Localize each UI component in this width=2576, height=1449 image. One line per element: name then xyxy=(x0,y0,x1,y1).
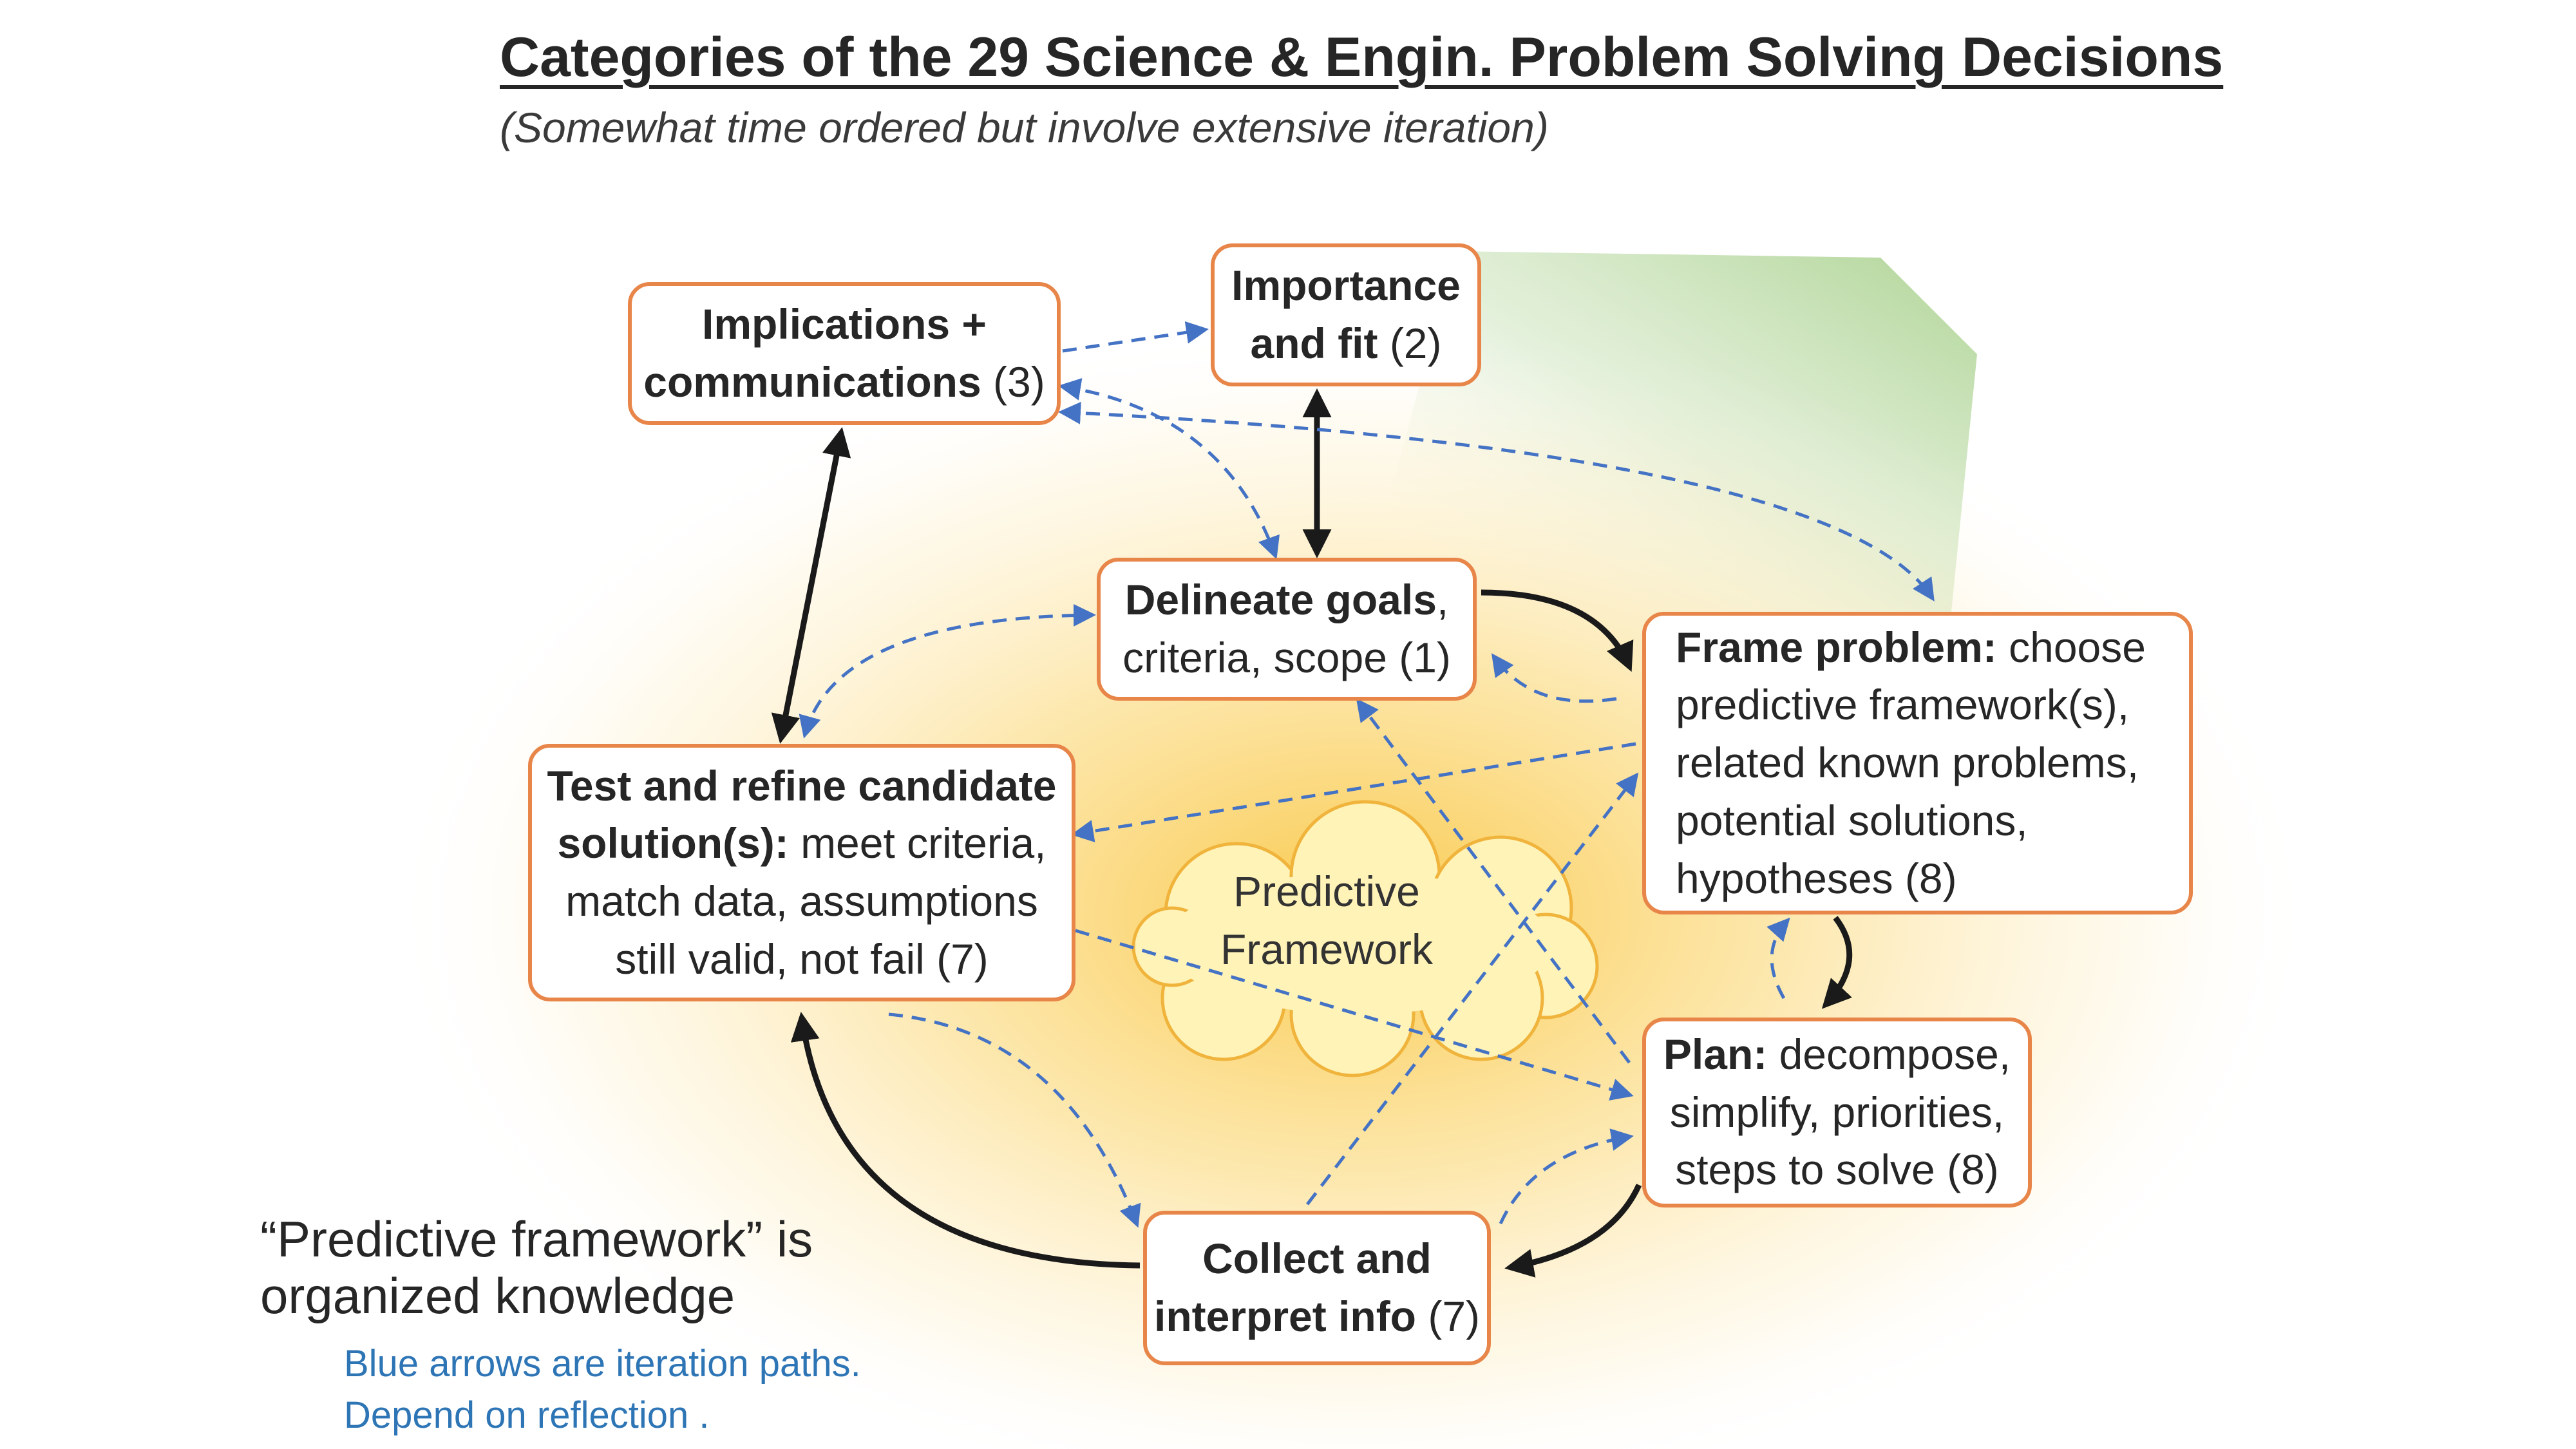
test-line1-bold: Test and refine candidate xyxy=(547,761,1057,810)
collect-line2-rest: (7) xyxy=(1416,1293,1480,1340)
test-line3: match data, assumptions xyxy=(565,877,1038,925)
importance-line2-rest: (2) xyxy=(1378,319,1442,367)
arrow-frame-plan xyxy=(1821,916,1853,1009)
cloud-line1: Predictive xyxy=(1233,867,1420,915)
framework-note-line1: “Predictive framework” is xyxy=(260,1211,813,1267)
arrow-implications-test xyxy=(771,427,851,744)
iter-test-delineate xyxy=(799,603,1096,739)
arrow-plan-collect xyxy=(1504,1184,1642,1278)
box-collect: Collect and interpret info (7) xyxy=(1143,1211,1491,1365)
iteration-note-line1: Blue arrows are iteration paths. xyxy=(344,1343,861,1385)
implications-line2-rest: (3) xyxy=(981,358,1045,406)
collect-line2-bold: interpret info xyxy=(1154,1293,1416,1340)
plan-line1-rest: decompose, xyxy=(1767,1030,2011,1078)
frame-line1-bold: Frame problem: xyxy=(1676,623,1997,671)
importance-line1: Importance xyxy=(1231,261,1461,310)
test-line2-bold: solution(s): xyxy=(557,819,789,867)
collect-line1-bold: Collect and xyxy=(1202,1235,1432,1283)
box-plan: Plan: decompose, simplify, priorities, s… xyxy=(1642,1018,2032,1208)
importance-line2-bold: and fit xyxy=(1250,319,1378,367)
frame-line1-rest: choose xyxy=(1996,623,2146,671)
iter-frame-test xyxy=(1071,742,1636,842)
iter-test-plan xyxy=(1075,929,1634,1101)
iter-plan-delineate xyxy=(1356,698,1631,1064)
plan-line3: steps to solve (8) xyxy=(1675,1146,1999,1194)
box-delineate: Delineate goals, criteria, scope (1) xyxy=(1097,558,1477,701)
box-importance: Importance and fit (2) xyxy=(1211,243,1481,386)
cloud-label: Predictive Framework xyxy=(1146,863,1507,979)
frame-line3: related known problems, xyxy=(1676,739,2139,787)
iter-implications-frame xyxy=(1058,401,1935,601)
implications-line1: Implications + xyxy=(702,300,987,348)
iteration-note: Blue arrows are iteration paths. Depend … xyxy=(344,1338,861,1441)
iter-frame-delineate xyxy=(1491,653,1617,703)
frame-line5: hypotheses (8) xyxy=(1676,854,1957,902)
box-test: Test and refine candidate solution(s): m… xyxy=(528,744,1075,1001)
delineate-line2: criteria, scope (1) xyxy=(1122,634,1451,681)
frame-line4: potential solutions, xyxy=(1676,796,2028,844)
plan-line1-bold: Plan: xyxy=(1663,1030,1768,1078)
delineate-line1-rest: , xyxy=(1436,576,1449,624)
test-line4: still valid, not fail (7) xyxy=(615,934,989,983)
implications-line2-bold: communications xyxy=(643,358,981,406)
iter-implications-importance xyxy=(1062,321,1209,353)
page-title: Categories of the 29 Science & Engin. Pr… xyxy=(500,26,2224,88)
cloud-line2: Framework xyxy=(1220,925,1434,973)
box-frame: Frame problem: choose predictive framewo… xyxy=(1642,612,2193,914)
iteration-note-line2: Depend on reflection . xyxy=(344,1394,710,1437)
iter-collect-frame xyxy=(1306,772,1639,1206)
frame-line2: predictive framework(s), xyxy=(1676,681,2130,729)
iter-collect-plan xyxy=(1499,1128,1634,1225)
framework-note-line2: organized knowledge xyxy=(260,1267,735,1325)
plan-line2: simplify, priorities, xyxy=(1669,1088,2005,1136)
delineate-line1-bold: Delineate goals xyxy=(1124,576,1437,624)
framework-note: “Predictive framework” is organized know… xyxy=(260,1211,813,1324)
page-subtitle: (Somewhat time ordered but involve exten… xyxy=(500,104,1549,151)
test-line2-rest: meet criteria, xyxy=(788,819,1046,867)
iter-plan-frame xyxy=(1766,917,1790,999)
arrow-collect-test xyxy=(790,1012,1141,1269)
iter-test-collect xyxy=(888,1012,1141,1228)
box-implications: Implications + communications (3) xyxy=(628,282,1061,425)
